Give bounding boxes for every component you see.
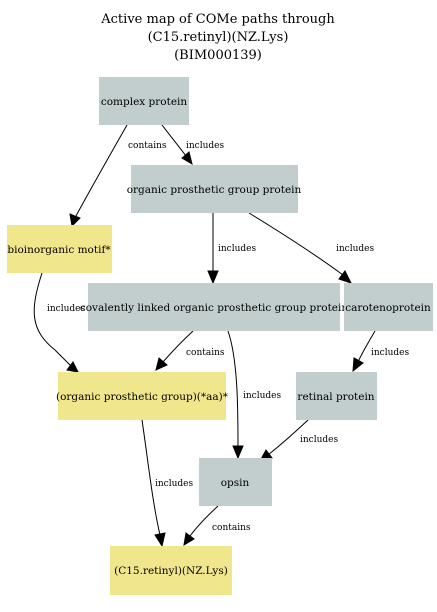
arrowhead <box>232 445 244 460</box>
nodes: complex protein organic prosthetic group… <box>7 77 433 595</box>
edge-line <box>189 505 219 537</box>
arrowhead <box>352 357 364 373</box>
edge-retinal-protein-to-opsin: includes <box>259 419 338 462</box>
node-label: opsin <box>221 477 250 489</box>
arrowhead <box>207 270 219 285</box>
arrowhead <box>66 361 79 373</box>
node-box <box>88 283 340 331</box>
edge-line <box>162 330 194 363</box>
edge-line <box>267 419 309 456</box>
edge-line <box>141 419 161 536</box>
edge-label: contains <box>212 523 251 533</box>
edge-label: includes <box>47 304 85 314</box>
node-opsin[interactable]: opsin <box>199 458 272 506</box>
edge-line <box>33 272 72 367</box>
edge-label: includes <box>243 391 281 401</box>
node-box <box>99 77 189 125</box>
edge-line <box>161 124 187 157</box>
edges: contains includes includes includes incl… <box>33 124 409 548</box>
arrowhead <box>69 213 81 228</box>
arrowhead <box>155 357 168 371</box>
edge-bioinorganic-motif-to-organic-prosthetic-group-aa: includes <box>33 272 85 373</box>
node-label: carotenoprotein <box>345 302 431 314</box>
node-box <box>131 165 298 213</box>
node-box <box>7 225 112 273</box>
node-label: retinal protein <box>297 391 374 403</box>
node-label: bioinorganic motif* <box>7 244 111 256</box>
edge-complex-protein-to-bioinorganic-motif: contains <box>69 124 167 228</box>
edge-label: includes <box>186 141 224 151</box>
node-label: complex protein <box>101 96 188 108</box>
edge-line <box>248 212 344 276</box>
edge-organic-prosthetic-group-protein-to-carotenoprotein: includes <box>248 212 374 284</box>
edge-opsin-to-c15-retinyl-nz-lys: contains <box>183 505 251 546</box>
node-label: organic prosthetic group protein <box>127 184 302 196</box>
node-label: covalently linked organic prosthetic gro… <box>80 302 349 314</box>
arrowhead <box>181 151 193 166</box>
node-organic-prosthetic-group-protein[interactable]: organic prosthetic group protein <box>127 165 302 213</box>
node-complex-protein[interactable]: complex protein <box>99 77 189 125</box>
title-line-1: Active map of COMe paths through <box>100 12 335 27</box>
node-retinal-protein[interactable]: retinal protein <box>296 372 377 420</box>
node-label: (C15.retinyl)(NZ.Lys) <box>114 565 228 577</box>
edge-complex-protein-to-organic-prosthetic-group-protein: includes <box>161 124 224 166</box>
node-carotenoprotein[interactable]: carotenoprotein <box>344 283 433 331</box>
edge-label: includes <box>300 435 338 445</box>
arrowhead <box>183 532 195 546</box>
arrowhead <box>154 532 166 548</box>
node-covalently-linked-protein[interactable]: covalently linked organic prosthetic gro… <box>80 283 349 331</box>
edge-line <box>75 124 128 217</box>
node-bioinorganic-motif[interactable]: bioinorganic motif* <box>7 225 112 273</box>
edge-organic-prosthetic-group-aa-to-c15-retinyl-nz-lys: includes <box>141 419 193 548</box>
edge-carotenoprotein-to-retinal-protein: includes <box>352 330 409 373</box>
edge-line <box>227 330 239 449</box>
diagram-title: Active map of COMe paths through (C15.re… <box>100 12 335 63</box>
edge-line <box>357 330 376 363</box>
edge-label: includes <box>155 479 193 489</box>
node-box <box>110 546 232 595</box>
title-line-2: (C15.retinyl)(NZ.Lys) <box>148 30 289 45</box>
node-box <box>296 372 377 420</box>
node-box <box>58 372 226 420</box>
edge-label: includes <box>336 244 374 254</box>
edge-covalently-linked-protein-to-opsin: includes <box>227 330 281 460</box>
node-c15-retinyl-nz-lys[interactable]: (C15.retinyl)(NZ.Lys) <box>110 546 232 595</box>
edge-covalently-linked-protein-to-organic-prosthetic-group-aa: contains <box>155 330 225 371</box>
edge-organic-prosthetic-group-protein-to-covalently-linked-protein: includes <box>207 213 256 285</box>
node-box <box>344 283 433 331</box>
edge-label: contains <box>186 348 225 358</box>
edge-label: contains <box>128 141 167 151</box>
node-box <box>199 458 272 506</box>
title-line-3: (BIM000139) <box>174 48 262 63</box>
node-label: (organic prosthetic group)(*aa)* <box>56 391 229 403</box>
edge-label: includes <box>218 244 256 254</box>
node-organic-prosthetic-group-aa[interactable]: (organic prosthetic group)(*aa)* <box>56 372 229 420</box>
edge-label: includes <box>371 348 409 358</box>
arrowhead <box>338 270 352 284</box>
